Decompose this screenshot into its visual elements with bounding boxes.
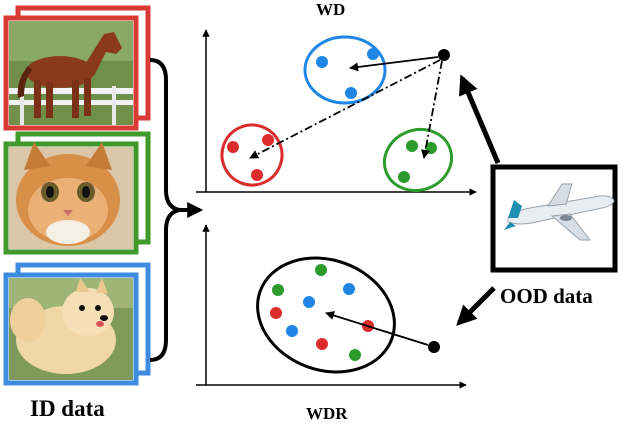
red-cluster: [220, 123, 284, 187]
red-point: [262, 134, 274, 146]
dog-image: [9, 278, 133, 380]
id-data-label: ID data: [30, 396, 105, 421]
horse-image-stack: [3, 5, 151, 131]
arrow-to-blue: [349, 56, 439, 72]
red-point: [316, 338, 328, 350]
ood-data-label: OOD data: [500, 284, 593, 308]
red-point: [251, 169, 263, 181]
blue-point: [303, 296, 315, 308]
merged-cluster: [256, 256, 396, 374]
ood-arrow-to-wdr: [456, 286, 496, 326]
arrow-to-red: [249, 59, 441, 159]
blue-point: [286, 325, 298, 337]
blue-point: [316, 56, 328, 68]
green-point: [315, 264, 327, 276]
green-point: [349, 349, 361, 361]
arrow-to-center: [325, 311, 429, 346]
blue-cluster: [303, 35, 387, 105]
blue-point: [345, 87, 357, 99]
green-point: [406, 140, 418, 152]
ood-point-wd: [438, 49, 450, 61]
green-cluster: [382, 128, 454, 192]
id-data-brace: [149, 58, 181, 362]
green-point: [398, 171, 410, 183]
blue-point: [367, 48, 379, 60]
red-point: [227, 141, 239, 153]
wdr-label: WDR: [306, 404, 348, 423]
wd-plot: [196, 29, 477, 196]
arrow-to-green: [421, 60, 443, 159]
red-point: [270, 307, 282, 319]
cat-image: [9, 142, 133, 249]
horse-image: [9, 21, 133, 125]
ood-point-wdr: [428, 341, 440, 353]
airplane-image: [490, 164, 618, 273]
dog-image-stack: [3, 262, 151, 386]
wdr-plot: [196, 224, 467, 389]
green-point: [272, 284, 284, 296]
wd-label: WD: [316, 0, 346, 19]
ood-arrow-to-wd: [459, 74, 501, 164]
cat-image-stack: [3, 131, 151, 255]
blue-point: [343, 283, 355, 295]
